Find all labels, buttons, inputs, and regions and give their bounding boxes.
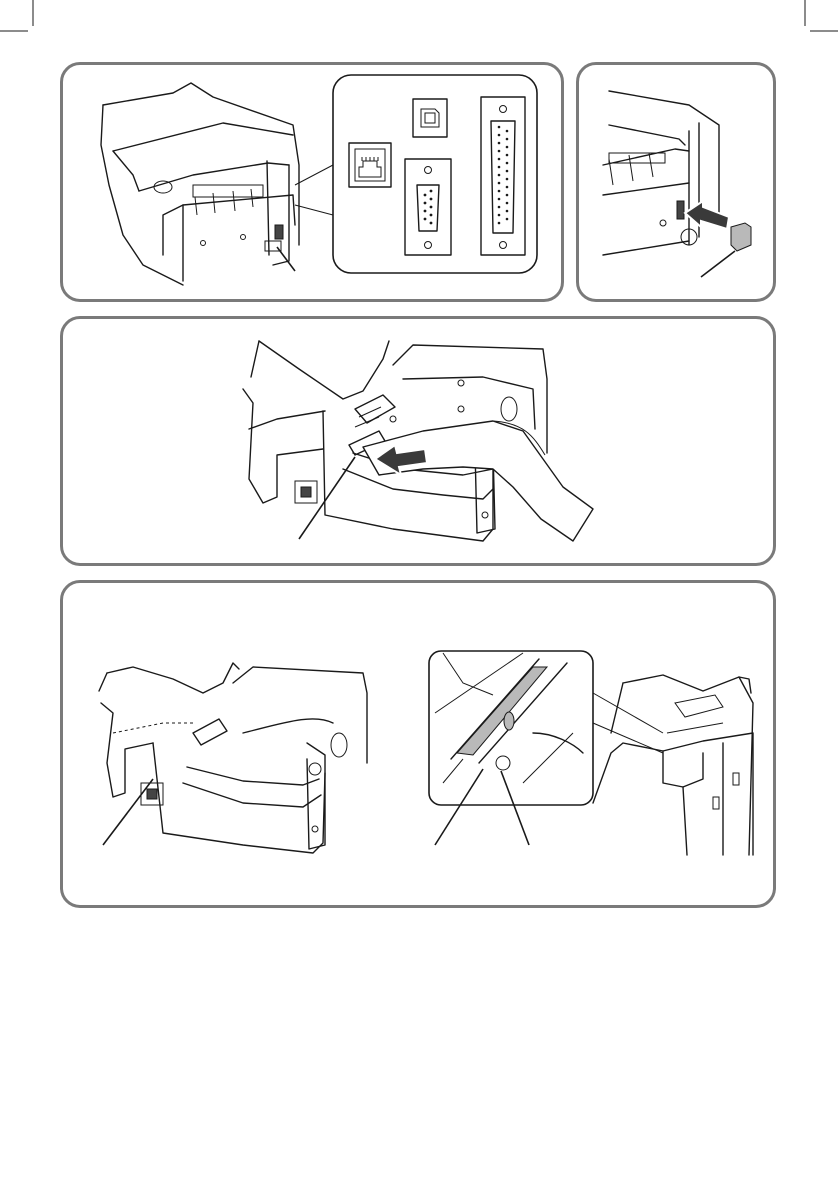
- paper-insertion-panel: [60, 316, 776, 566]
- connector-cover-part: [731, 223, 751, 251]
- fold-mark-right: [0, 0, 838, 40]
- paper-insertion-illustration: [63, 319, 773, 563]
- cover-open-illustration: [63, 583, 773, 905]
- paper-sheet: [363, 421, 593, 541]
- connector-leader-line: [277, 247, 295, 271]
- rj45-connector-icon: [349, 143, 391, 187]
- cover-leader-line: [103, 779, 153, 845]
- usb-b-connector-icon: [413, 99, 447, 137]
- parallel-db25-connector-icon: [481, 97, 525, 255]
- cover-leader-line: [701, 251, 735, 277]
- interface-connectors-panel: [60, 62, 564, 302]
- cover-and-print-head-panel: [60, 580, 776, 908]
- cover-insert-arrow-icon: [685, 201, 729, 229]
- serial-db9-connector-icon: [405, 159, 451, 255]
- connector-cover-panel: [576, 62, 776, 302]
- print-head-detail-icon: [429, 651, 593, 805]
- connector-cover-illustration: [579, 65, 773, 299]
- printer-rear-illustration: [63, 65, 561, 299]
- paper-slot-leader-line: [299, 457, 355, 539]
